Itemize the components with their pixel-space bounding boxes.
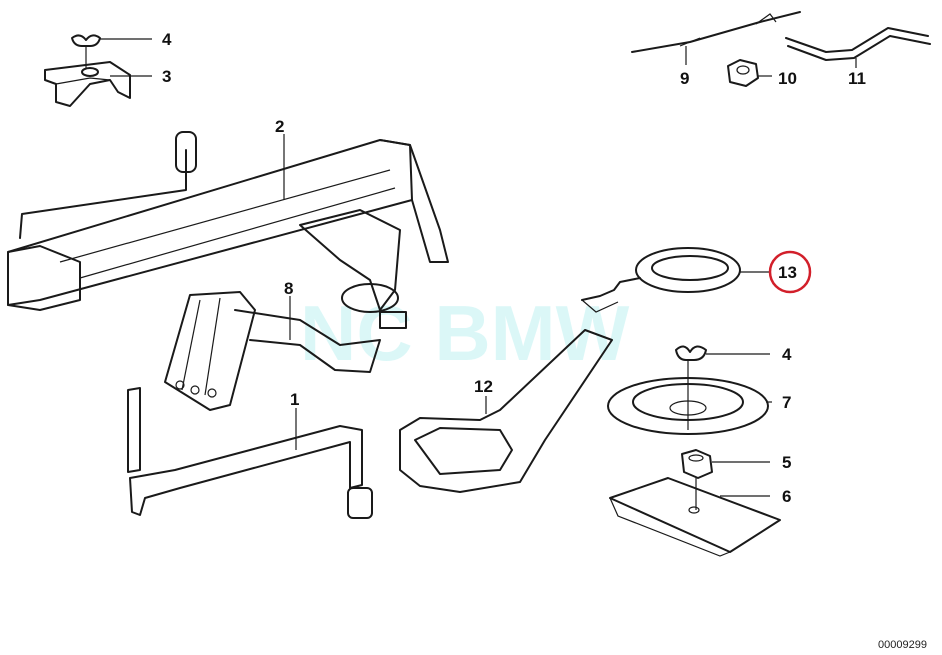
label-part-6: 6 xyxy=(782,487,791,506)
bracket-part-3 xyxy=(44,61,131,107)
lug-wrench-part-1 xyxy=(127,387,373,519)
hex-nut-part-10 xyxy=(727,59,759,87)
dish-part-7 xyxy=(607,360,769,435)
label-part-1: 1 xyxy=(290,390,299,409)
label-part-4-top: 4 xyxy=(162,30,172,49)
label-part-7: 7 xyxy=(782,393,791,412)
label-part-5: 5 xyxy=(782,453,791,472)
label-part-3: 3 xyxy=(162,67,171,86)
bent-rod-part-11 xyxy=(785,27,931,61)
wing-nut-part-4-top xyxy=(71,34,101,68)
label-part-8: 8 xyxy=(284,279,293,298)
wheel-brace-part-12 xyxy=(399,329,613,493)
label-part-12: 12 xyxy=(474,377,493,396)
watermark: NC BMW xyxy=(300,289,630,377)
highlight-circle-13 xyxy=(768,250,812,294)
jack-part-2 xyxy=(7,131,449,329)
label-part-11: 11 xyxy=(848,69,866,88)
document-number: 00009299 xyxy=(878,639,927,651)
plate-part-6 xyxy=(609,477,781,557)
jack-base-part-8 xyxy=(164,291,381,411)
towing-eye-part-13 xyxy=(581,247,741,313)
nut-part-5 xyxy=(681,449,713,510)
label-part-4-right: 4 xyxy=(782,345,792,364)
label-part-9: 9 xyxy=(680,69,689,88)
label-part-13: 13 xyxy=(778,263,797,282)
label-part-10: 10 xyxy=(778,69,797,88)
wing-nut-part-4-right xyxy=(675,345,707,361)
rod-part-9 xyxy=(631,11,801,53)
label-part-2: 2 xyxy=(275,117,284,136)
